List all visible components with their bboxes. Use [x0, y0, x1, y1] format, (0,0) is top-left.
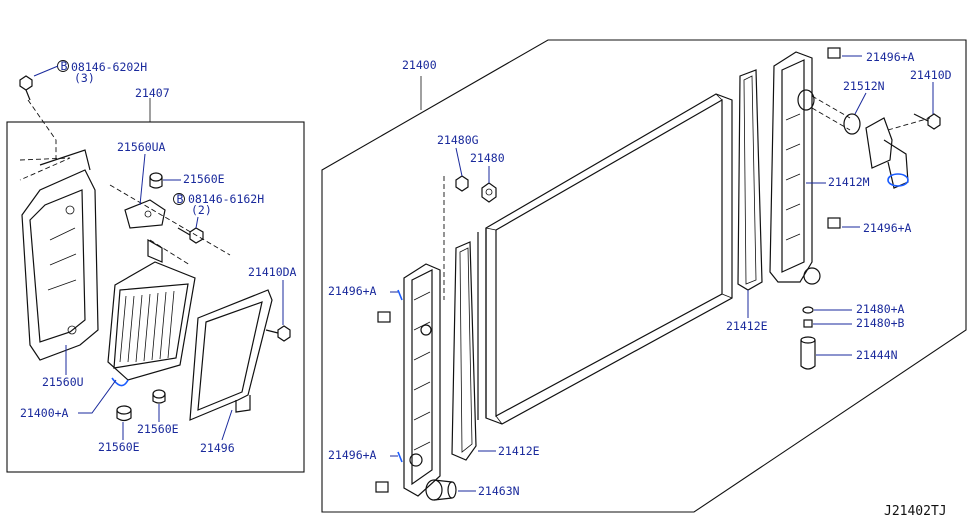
drain-cock-21444N — [800, 336, 816, 370]
seal-21412E-left — [451, 241, 477, 461]
grommet-21560E-bottom-left — [116, 405, 132, 422]
label-21480: 21480 — [470, 151, 505, 165]
outlet-fitting — [865, 117, 931, 189]
seal-21412E-right — [737, 69, 763, 291]
pad-21496A-right-mid — [827, 217, 841, 229]
label-21496A-left-bottom: 21496+A — [328, 448, 377, 462]
label-21480B: 21480+B — [856, 316, 905, 330]
label-21412E-right: 21412E — [726, 319, 768, 333]
bolt-08146-6162H — [177, 227, 204, 244]
label-21560E-bottom-right: 21560E — [137, 422, 179, 436]
pad-21496A-right-top — [827, 47, 841, 59]
bolt-08146-6202H — [19, 75, 33, 101]
right-tank-21412M — [769, 51, 821, 285]
label-21512N: 21512N — [843, 79, 885, 93]
label-21480A: 21480+A — [856, 302, 905, 316]
o-ring-21512N — [843, 113, 861, 135]
label-21412E-left: 21412E — [498, 444, 540, 458]
label-08146-6202H: 08146-6202H — [71, 60, 147, 74]
bolt-21410DA — [265, 325, 291, 342]
shroud-bracket-21560U — [21, 149, 99, 361]
label-21496A-left-top: 21496+A — [328, 284, 377, 298]
radiator-core-21400 — [477, 93, 733, 425]
label-21410DA: 21410DA — [248, 265, 297, 279]
svg-text:B: B — [177, 192, 184, 206]
label-21412M: 21412M — [828, 175, 870, 189]
label-21400A: 21400+A — [20, 406, 69, 420]
label-21496A-right-mid: 21496+A — [863, 221, 912, 235]
label-21560U: 21560U — [42, 375, 84, 389]
bracket-21560UA — [124, 199, 166, 229]
left-subassembly-frame — [6, 121, 305, 473]
label-21400: 21400 — [402, 58, 437, 72]
drain-hose-21463N — [425, 479, 457, 501]
label-21480G: 21480G — [437, 133, 479, 147]
label-21463N: 21463N — [478, 484, 520, 498]
label-21560E-top: 21560E — [183, 172, 225, 186]
label-21496-duct: 21496 — [200, 441, 235, 455]
auxiliary-cooler-21400A — [107, 238, 196, 387]
left-tank — [397, 263, 441, 497]
label-08146-6202H-qty: (3) — [74, 71, 95, 85]
label-21560E-bottom-left: 21560E — [98, 440, 140, 454]
plug-21480B — [803, 319, 813, 328]
label-21444N: 21444N — [856, 348, 898, 362]
label-21407: 21407 — [135, 86, 170, 100]
label-08146-6162H-qty: (2) — [191, 203, 212, 217]
grommet-21560E-bottom-right — [152, 389, 166, 404]
radiator-assembly-frame — [321, 39, 967, 513]
air-duct-21496 — [189, 289, 273, 421]
svg-text:B: B — [61, 59, 68, 73]
grommet-21560E-top — [149, 172, 163, 189]
pad-21496A-left-top — [377, 311, 391, 323]
label-21496A-right-top: 21496+A — [866, 50, 915, 64]
pad-21496A-left-bottom — [375, 481, 389, 493]
label-21560UA: 21560UA — [117, 140, 166, 154]
drain-plug-21480G — [455, 175, 469, 192]
label-21410D: 21410D — [910, 68, 952, 82]
drain-plug-21480 — [481, 182, 497, 203]
washer-21480A — [802, 306, 814, 314]
bolt-21410D — [913, 113, 941, 130]
label-08146-6162H: 08146-6162H — [188, 192, 264, 206]
diagram-reference-code: J21402TJ — [884, 504, 947, 519]
